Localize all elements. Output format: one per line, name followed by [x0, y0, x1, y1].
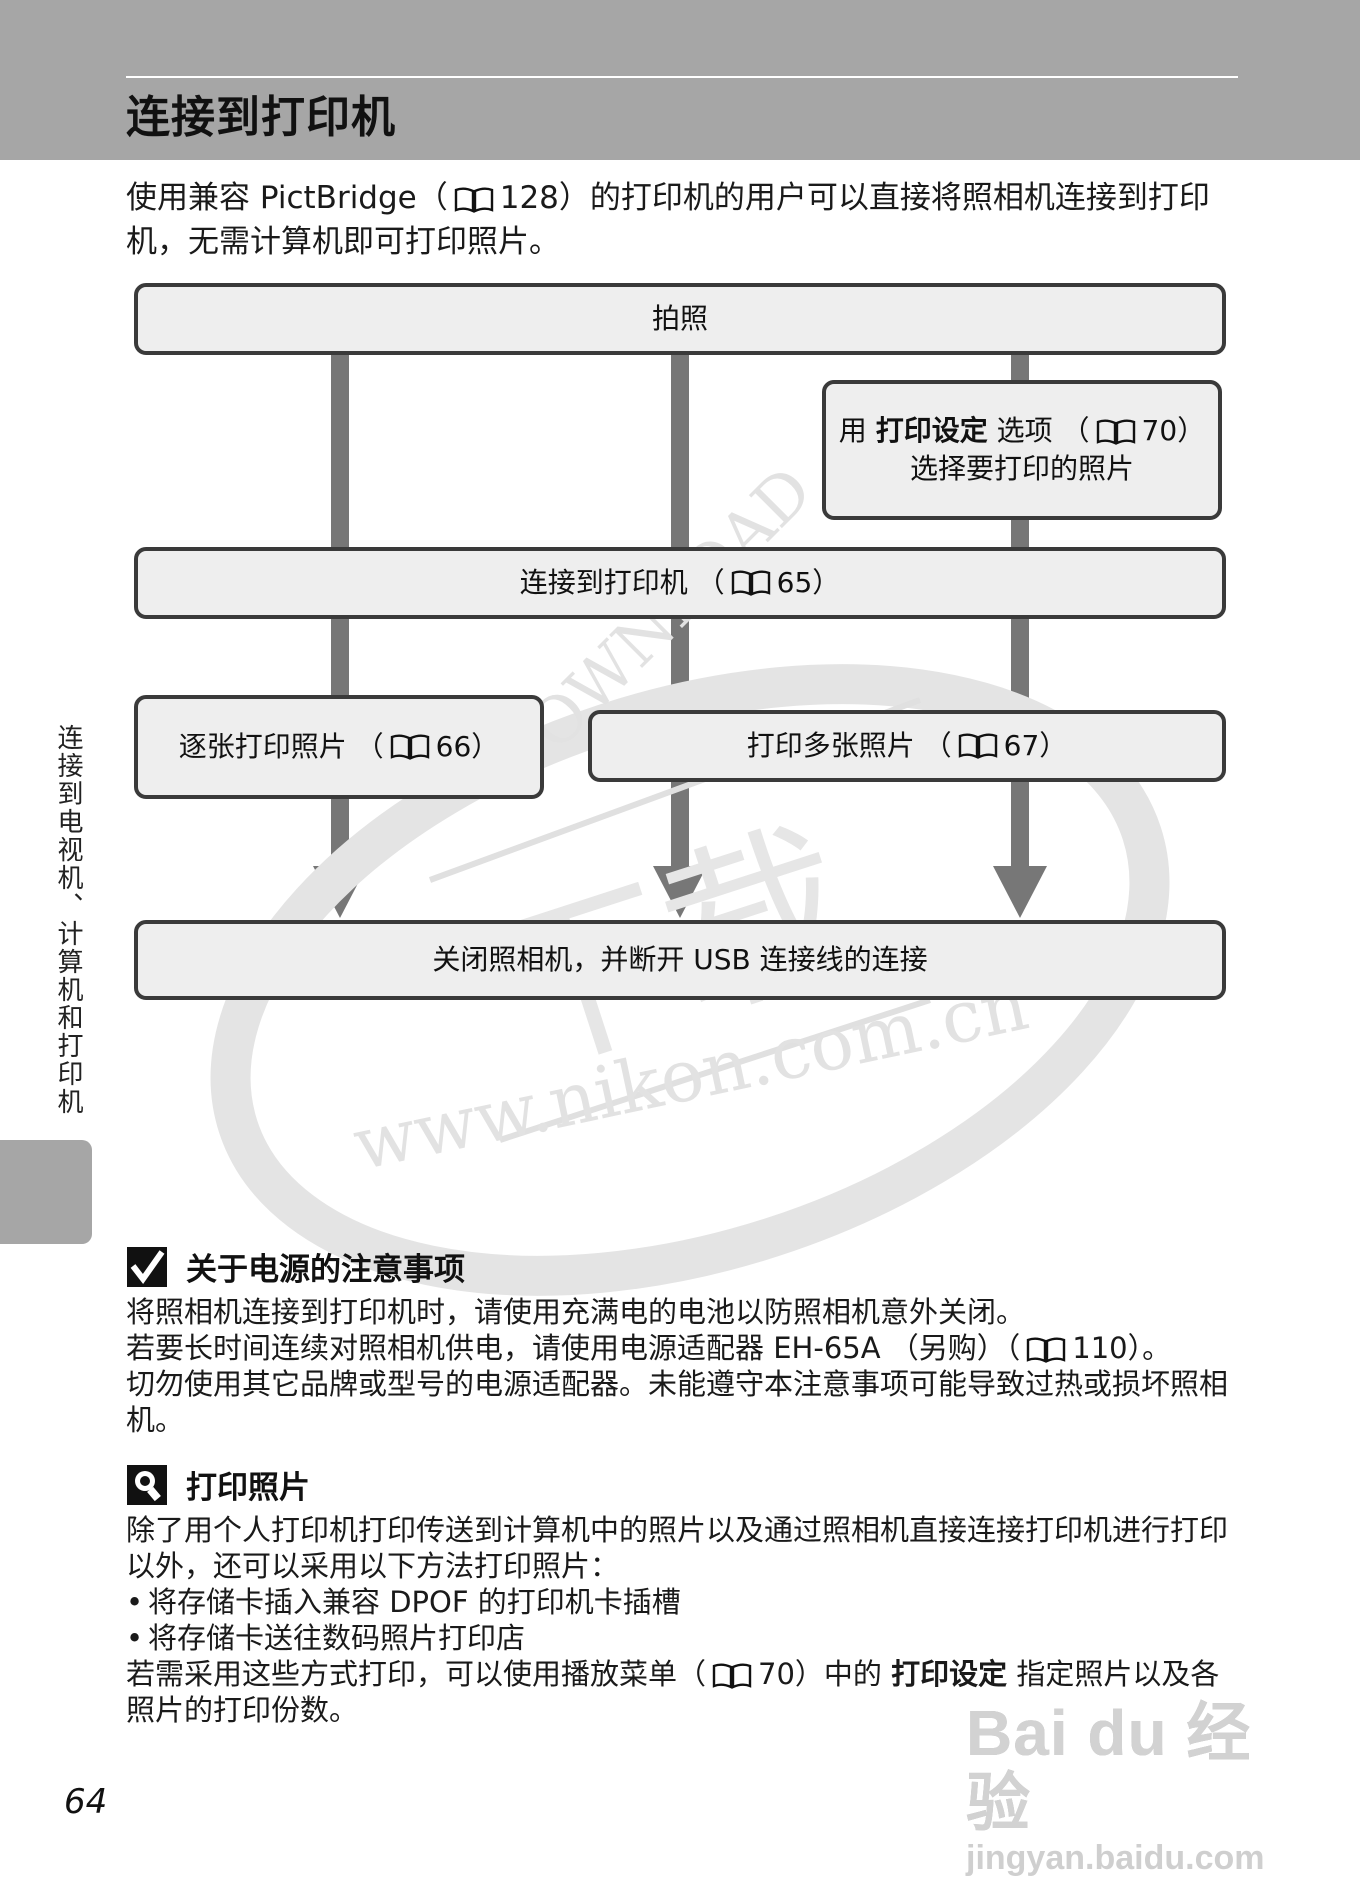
multi-close: ） — [1039, 729, 1068, 762]
book-reference-icon — [390, 734, 430, 760]
print-set-line1: 用 打印设定 选项 （ 70） — [839, 412, 1205, 450]
power-note-title: 关于电源的注意事项 — [186, 1252, 465, 1288]
finish-label: 关闭照相机，并断开 USB 连接线的连接 — [432, 943, 928, 976]
power-note-heading: 关于电源的注意事项 — [126, 1244, 465, 1289]
printing-para2: 若需采用这些方式打印，可以使用播放菜单（ 70）中的 打印设定 指定照片以及各照片… — [126, 1656, 1238, 1728]
bullet-text: 将存储卡插入兼容 DPOF 的打印机卡插槽 — [148, 1585, 681, 1619]
printing-note-body: 除了用个人打印机打印传送到计算机中的照片以及通过照相机直接连接打印机进行打印以外… — [126, 1512, 1238, 1728]
single-ref: 66 — [435, 730, 472, 763]
flow-step-take-photos: 拍照 — [134, 283, 1226, 355]
list-item: •将存储卡插入兼容 DPOF 的打印机卡插槽 — [126, 1584, 1238, 1620]
connect-ref: 65 — [776, 566, 813, 599]
power-note-body: 将照相机连接到打印机时，请使用充满电的电池以防照相机意外关闭。 若要长时间连续对… — [126, 1294, 1238, 1438]
para2-bold: 打印设定 — [891, 1657, 1008, 1691]
tip-lightbulb-icon — [127, 1464, 167, 1505]
intro-text-2: ）的打印机的用户可以直接将照相机连接到打印机，无需计算机即可打印照片。 — [126, 180, 1210, 260]
print-set-ref: 70 — [1141, 414, 1178, 447]
print-set-line2: 选择要打印的照片 — [909, 452, 1134, 485]
para2-ref: 70 — [758, 1657, 795, 1691]
flow-step-connect-printer: 连接到打印机 （ 65） — [134, 547, 1226, 619]
single-close: ） — [471, 730, 500, 763]
printing-note-heading: 打印照片 — [126, 1462, 310, 1507]
book-reference-icon — [731, 570, 771, 596]
printing-para1: 除了用个人打印机打印传送到计算机中的照片以及通过照相机直接连接打印机进行打印以外… — [126, 1513, 1229, 1583]
print-set-bold: 打印设定 — [875, 414, 988, 447]
side-tab-marker — [0, 1140, 92, 1244]
checkmark-icon — [127, 1246, 167, 1287]
bullet-dot: • — [126, 1585, 144, 1619]
flow-step-print-multiple: 打印多张照片 （ 67） — [588, 710, 1226, 782]
multi-label: 打印多张照片 （ — [746, 729, 952, 762]
book-reference-icon — [712, 1663, 752, 1689]
intro-ref: 128 — [499, 180, 559, 216]
para2-mid: ）中的 — [794, 1657, 882, 1691]
multi-ref: 67 — [1003, 729, 1040, 762]
power-line2-ref: 110 — [1072, 1331, 1128, 1365]
baidu-brand: Bai du 经验 — [966, 1697, 1252, 1839]
power-note-line3: 切勿使用其它品牌或型号的电源适配器。未能遵守本注意事项可能导致过热或损坏照相机。 — [126, 1367, 1229, 1437]
print-set-close: ） — [1177, 414, 1206, 447]
header-rule — [126, 76, 1238, 78]
page-title: 连接到打印机 — [126, 92, 396, 143]
power-line2-after: ）。 — [1127, 1331, 1172, 1365]
baidu-watermark: Bai du 经验 jingyan.baidu.com — [966, 1697, 1286, 1877]
intro-paragraph: 使用兼容 PictBridge（ 128）的打印机的用户可以直接将照相机连接到打印… — [126, 176, 1238, 264]
intro-text-1: 使用兼容 PictBridge（ — [126, 180, 448, 216]
bullet-text: 将存储卡送往数码照片打印店 — [148, 1621, 526, 1655]
book-reference-icon — [454, 187, 494, 213]
power-line2-before: 若要长时间连续对照相机供电，请使用电源适配器 EH-65A （另购）（ — [126, 1331, 1021, 1365]
flow-step-print-single: 逐张打印照片 （ 66） — [134, 695, 544, 799]
single-label: 逐张打印照片 （ — [178, 730, 384, 763]
para2-before: 若需采用这些方式打印，可以使用播放菜单（ — [126, 1657, 707, 1691]
bullet-dot: • — [126, 1621, 144, 1655]
side-tab-label: 连接到电视机、计算机和打印机 — [53, 724, 83, 1116]
book-reference-icon — [1026, 1337, 1066, 1363]
book-reference-icon — [1096, 419, 1136, 445]
baidu-url: jingyan.baidu.com — [966, 1839, 1265, 1877]
connect-close: ） — [812, 566, 841, 599]
power-note-line2: 若要长时间连续对照相机供电，请使用电源适配器 EH-65A （另购）（ 110）。 — [126, 1330, 1238, 1366]
page-number: 64 — [64, 1782, 108, 1822]
print-set-prefix: 用 — [838, 414, 867, 447]
header-band — [0, 0, 1360, 160]
power-note-line1: 将照相机连接到打印机时，请使用充满电的电池以防照相机意外关闭。 — [126, 1295, 1026, 1329]
flow-step-print-set: 用 打印设定 选项 （ 70） 选择要打印的照片 — [822, 380, 1222, 520]
list-item: •将存储卡送往数码照片打印店 — [126, 1620, 1238, 1656]
book-reference-icon — [958, 733, 998, 759]
flow-step-finish: 关闭照相机，并断开 USB 连接线的连接 — [134, 920, 1226, 1000]
printing-note-title: 打印照片 — [186, 1470, 310, 1506]
connect-label: 连接到打印机 （ — [519, 566, 725, 599]
flow-step-take-photos-label: 拍照 — [651, 302, 708, 335]
para2-after: 指定照片以及各照片的打印份数。 — [126, 1657, 1220, 1727]
print-set-mid: 选项 （ — [996, 414, 1090, 447]
